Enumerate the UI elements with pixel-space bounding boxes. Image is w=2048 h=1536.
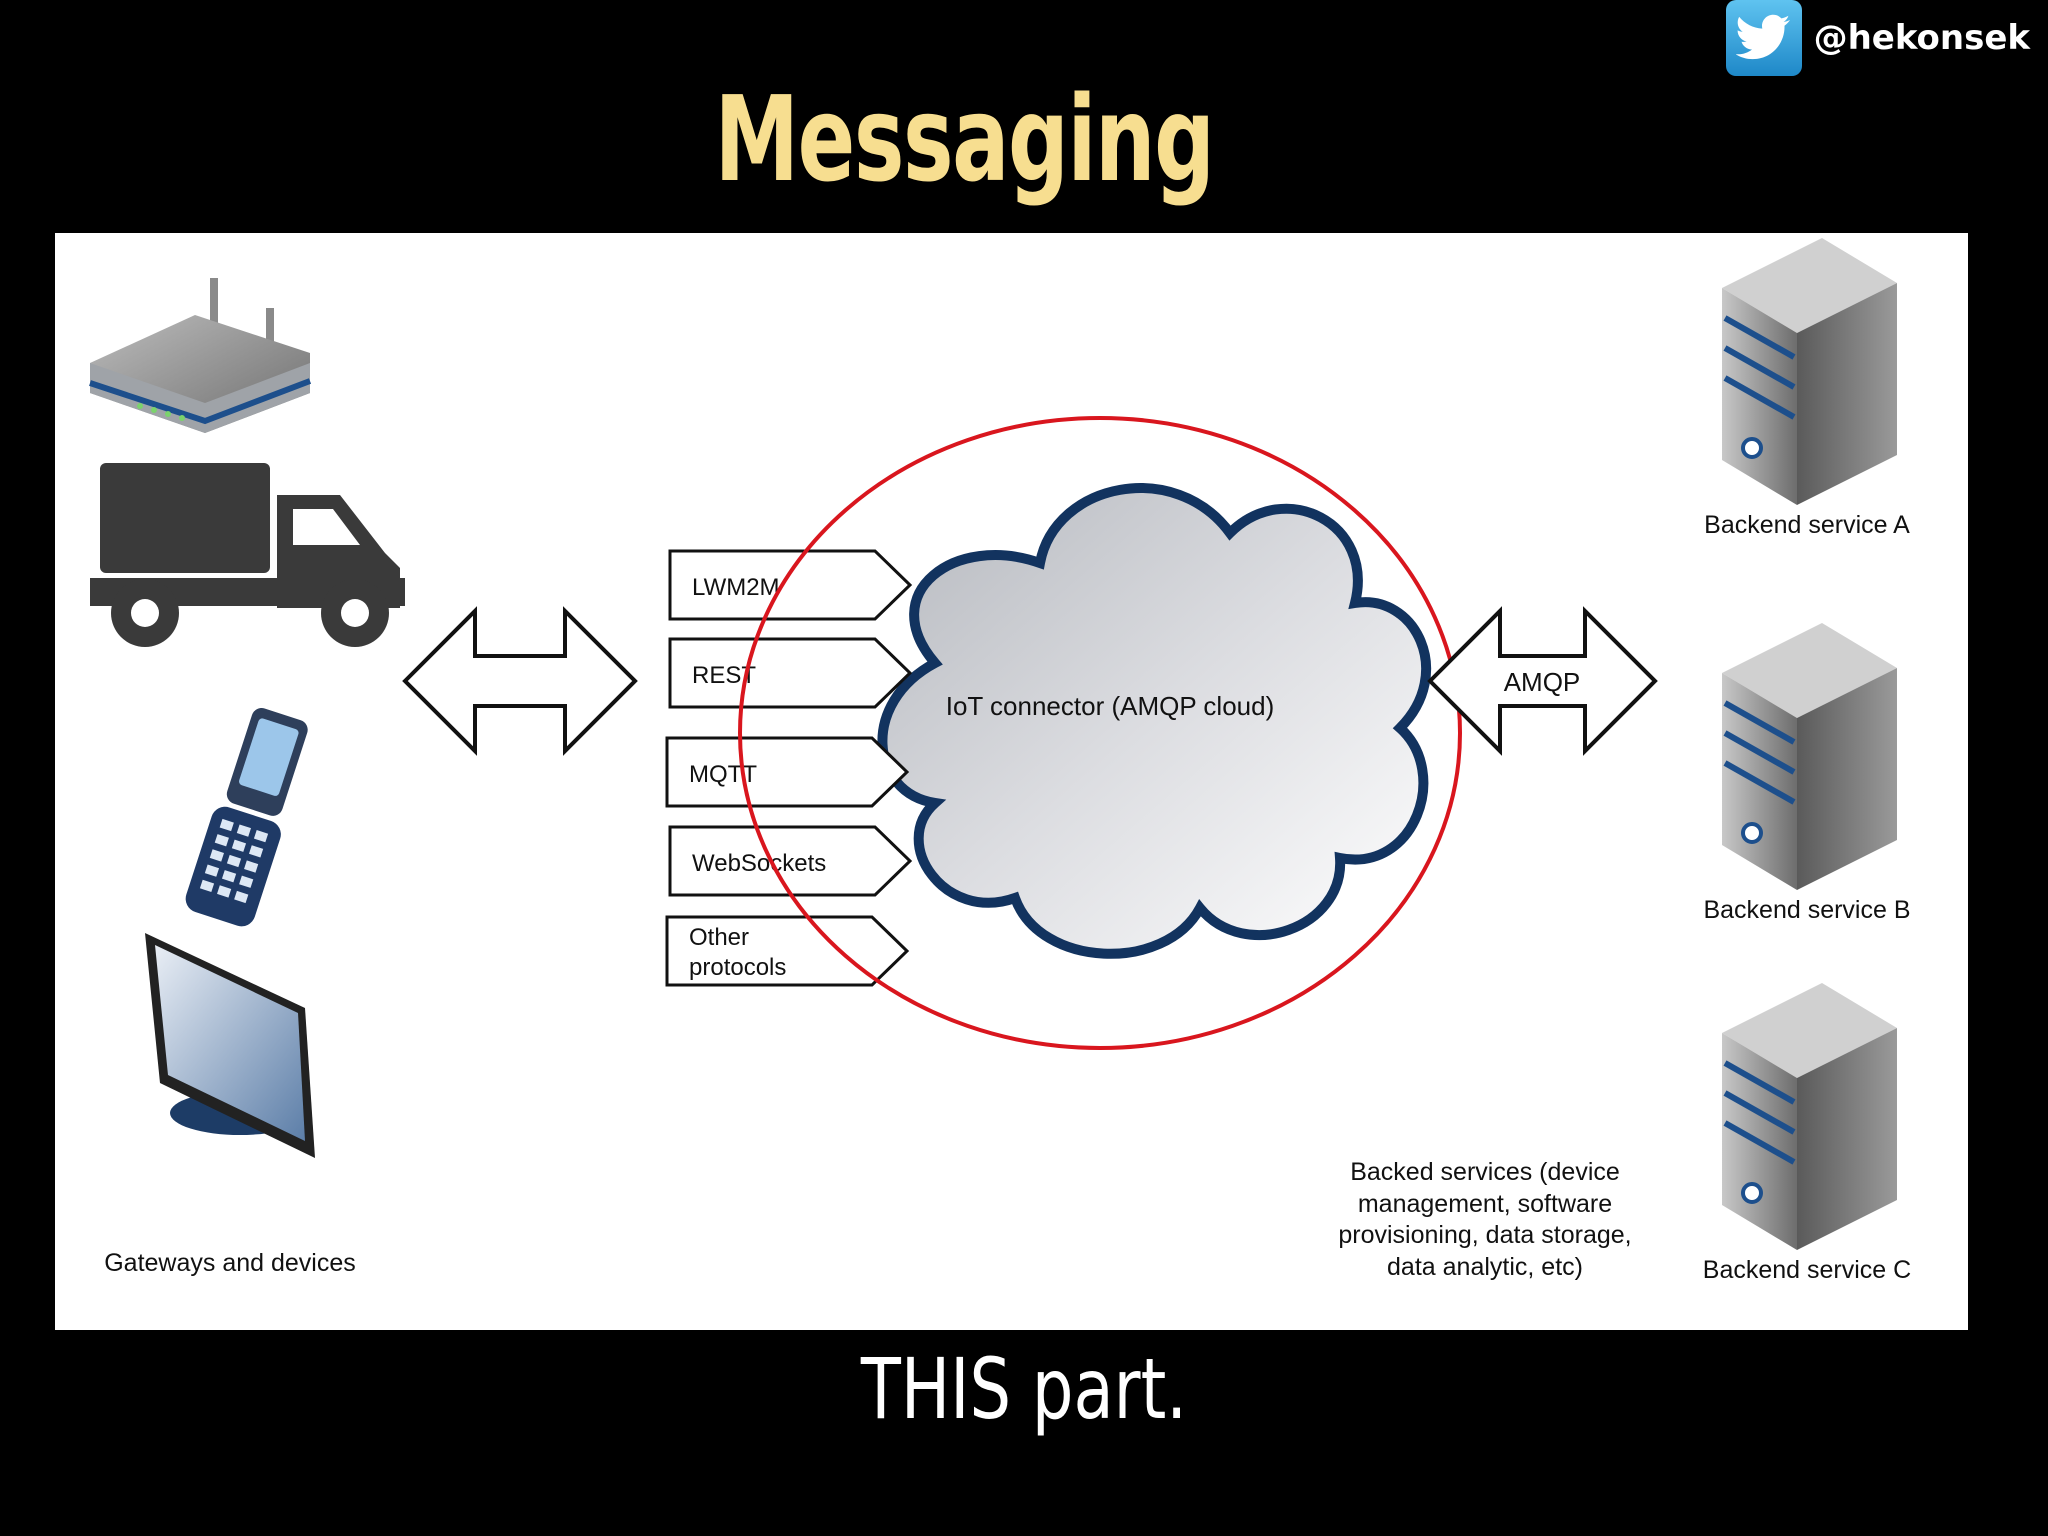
backend-note: Backed services (device management, soft… xyxy=(1338,1158,1631,1281)
twitter-handle[interactable]: @hekonsek xyxy=(1725,0,2030,76)
protocol-item: MQTT xyxy=(665,736,910,808)
protocol-label: LWM2M xyxy=(692,574,780,601)
backend-note-line: Backed services (device xyxy=(1350,1158,1620,1186)
server-icon xyxy=(1722,983,1897,1250)
cloud-icon xyxy=(877,483,1432,959)
backend-label: Backend service B xyxy=(1703,896,1910,924)
backend-label: Backend service A xyxy=(1704,511,1910,539)
devices-label: Gateways and devices xyxy=(104,1249,356,1277)
router-icon xyxy=(89,278,312,433)
monitor-icon xyxy=(145,933,315,1158)
protocol-label: Other xyxy=(689,924,749,951)
backend-label: Backend service C xyxy=(1703,1256,1911,1284)
server-icon xyxy=(1722,623,1897,890)
truck-icon xyxy=(90,463,405,647)
protocol-label: WebSockets xyxy=(692,850,826,877)
amqp-label: AMQP xyxy=(1504,667,1581,697)
highlight-ellipse xyxy=(738,416,1462,1050)
protocol-item: Other protocols xyxy=(665,915,910,987)
protocol-item: REST xyxy=(668,637,913,709)
slide-title: Messaging xyxy=(714,70,1215,208)
cloud-label: IoT connector (AMQP cloud) xyxy=(946,691,1275,721)
devices-link-arrow xyxy=(402,606,638,756)
backend-note-line: provisioning, data storage, xyxy=(1338,1221,1631,1249)
amqp-link-arrow: AMQP xyxy=(1427,606,1658,756)
backend-note-line: data analytic, etc) xyxy=(1387,1253,1583,1281)
handle-text: @hekonsek xyxy=(1813,18,2030,58)
protocol-label: MQTT xyxy=(689,761,757,788)
server-icon xyxy=(1722,238,1897,505)
protocol-list: LWM2M REST MQTT WebSockets Other protoco… xyxy=(665,549,913,987)
protocol-label-line2: protocols xyxy=(689,954,786,981)
protocol-item: LWM2M xyxy=(668,549,913,621)
iot-architecture-diagram: IoT connector (AMQP cloud) LWM2M REST MQ… xyxy=(55,233,1968,1330)
slide-caption: THIS part. xyxy=(860,1340,1188,1438)
protocol-item: WebSockets xyxy=(668,825,913,897)
backend-note-line: management, software xyxy=(1358,1190,1612,1218)
twitter-icon xyxy=(1725,0,1802,76)
phone-icon xyxy=(185,708,308,927)
